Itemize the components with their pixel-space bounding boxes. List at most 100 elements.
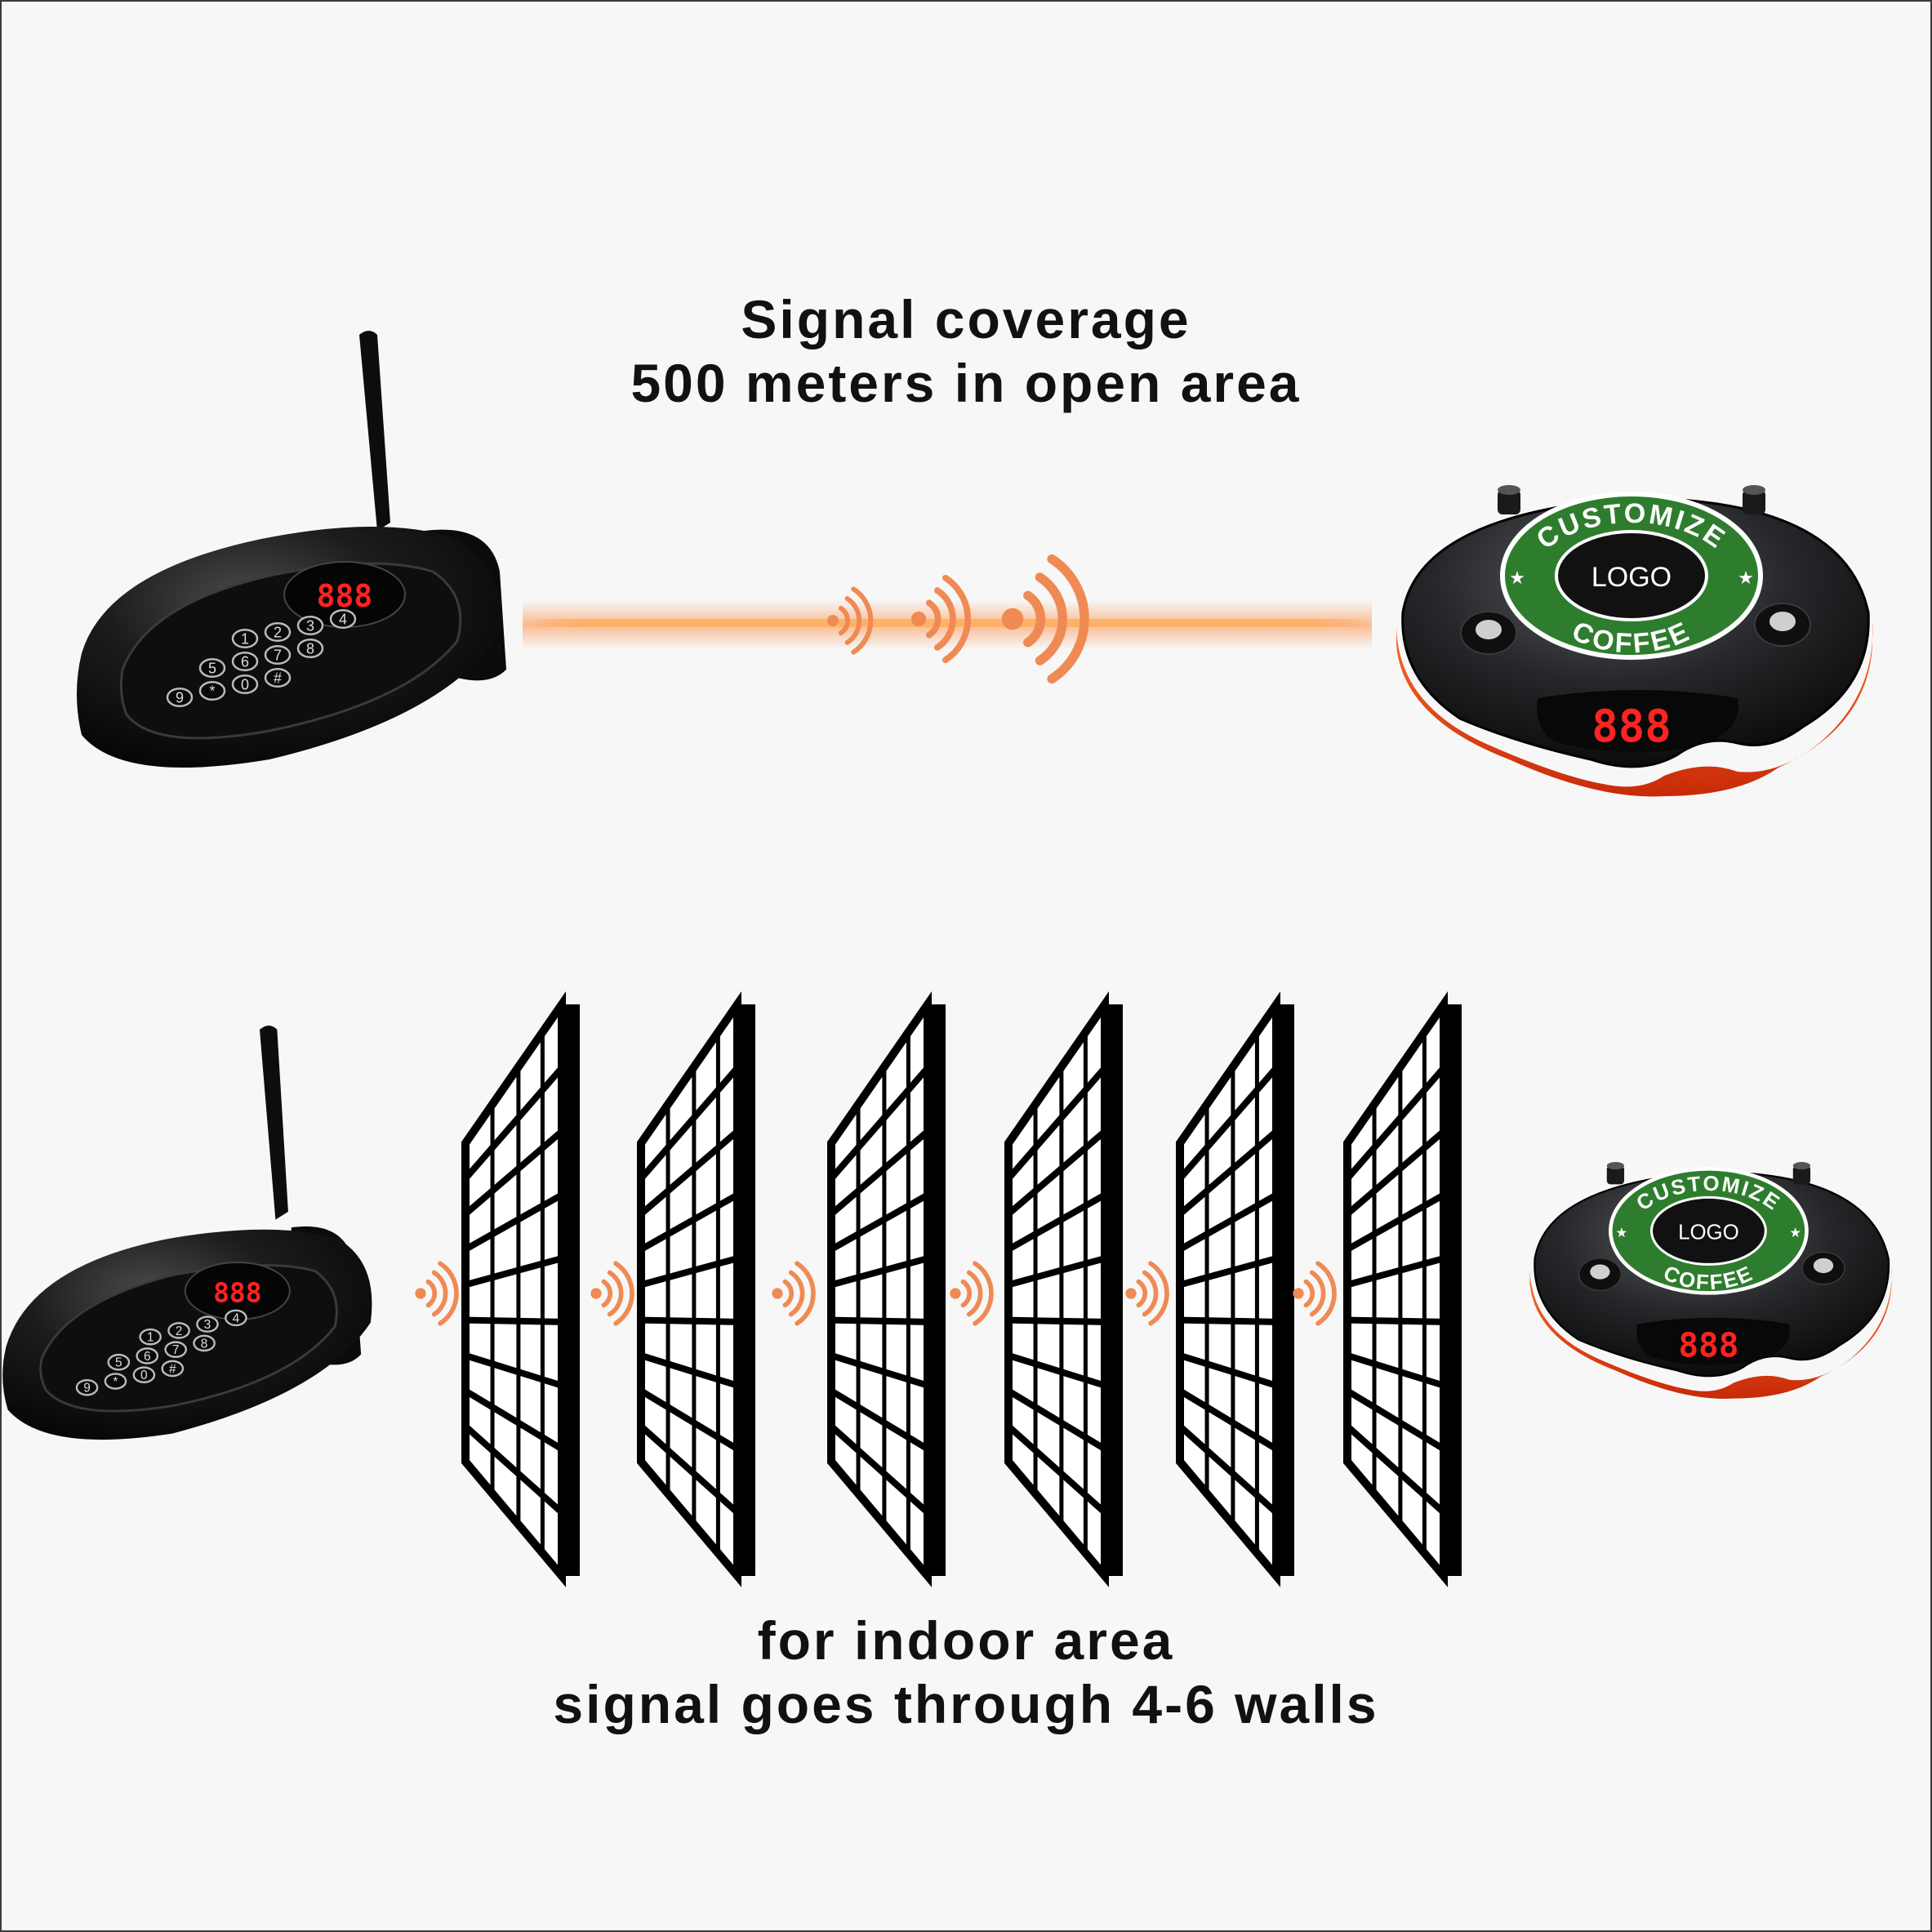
keypad-key-label: 4 bbox=[233, 1311, 240, 1325]
receiver-button-icon bbox=[1498, 485, 1520, 514]
keypad-key-label: 2 bbox=[176, 1324, 183, 1338]
receiver-button-icon bbox=[1792, 1162, 1811, 1185]
keypad-key[interactable]: 9 bbox=[75, 1378, 99, 1396]
signal-wave-icon bbox=[590, 1261, 634, 1326]
star-icon: ★ bbox=[1616, 1225, 1628, 1240]
star-icon: ★ bbox=[1509, 568, 1525, 588]
keypad-key[interactable]: 5 bbox=[107, 1353, 131, 1371]
keypad-key-label: 3 bbox=[204, 1318, 211, 1332]
transmitter-top: 888 1 2 3 4 5 6 7 8 9 * 0 # bbox=[77, 331, 506, 768]
receiver-button-icon bbox=[1743, 485, 1765, 514]
open-area-signal bbox=[523, 554, 1372, 684]
receiver-button-icon bbox=[1606, 1162, 1625, 1185]
keypad-key[interactable]: 1 bbox=[139, 1328, 162, 1346]
keypad-key[interactable]: 7 bbox=[164, 1341, 188, 1358]
keypad-key-label: 0 bbox=[140, 1369, 148, 1382]
keypad-key[interactable]: 4 bbox=[329, 608, 357, 630]
star-icon: ★ bbox=[1738, 568, 1754, 588]
transmitter-display: 888 bbox=[317, 578, 373, 614]
keypad-key-label: 6 bbox=[144, 1350, 151, 1364]
keypad-key-label: 8 bbox=[306, 640, 314, 657]
receiver-button-icon bbox=[1578, 1258, 1622, 1292]
keypad-key[interactable]: # bbox=[264, 667, 292, 688]
transmitter-display: 888 bbox=[213, 1276, 262, 1308]
top-caption: Signal coverage 500 meters in open area bbox=[0, 287, 1932, 415]
top-caption-line1: Signal coverage bbox=[741, 289, 1191, 349]
keypad-key[interactable]: 8 bbox=[193, 1334, 216, 1352]
keypad-key[interactable]: 4 bbox=[225, 1309, 247, 1327]
keypad-key-label: 9 bbox=[83, 1382, 91, 1396]
signal-wave-icon bbox=[415, 1261, 459, 1326]
keypad-key[interactable]: 7 bbox=[264, 644, 292, 666]
signal-wave-icon bbox=[910, 574, 972, 664]
keypad-key[interactable]: 2 bbox=[264, 621, 292, 643]
keypad-key-label: 3 bbox=[306, 617, 314, 634]
keypad-key-label: 8 bbox=[201, 1337, 208, 1351]
receiver-button-icon bbox=[1460, 611, 1517, 655]
wall-icon bbox=[461, 991, 580, 1587]
star-icon: ★ bbox=[1789, 1225, 1801, 1240]
keypad-key[interactable]: 2 bbox=[167, 1322, 190, 1339]
walls bbox=[461, 991, 1462, 1587]
signal-wave-icon bbox=[950, 1261, 994, 1326]
keypad-key-label: * bbox=[113, 1375, 118, 1389]
keypad-key-label: 7 bbox=[274, 647, 282, 663]
keypad-key[interactable]: 8 bbox=[296, 638, 324, 659]
keypad-key[interactable]: 3 bbox=[296, 615, 324, 636]
keypad-key[interactable]: # bbox=[161, 1360, 185, 1378]
wall-icon bbox=[827, 991, 946, 1587]
keypad-key-label: 6 bbox=[241, 653, 249, 670]
keypad-key-label: 5 bbox=[115, 1356, 122, 1370]
keypad-key-label: # bbox=[274, 670, 282, 686]
keypad-key-label: 2 bbox=[274, 624, 282, 640]
antenna-icon bbox=[359, 331, 390, 531]
bottom-caption: for indoor area signal goes through 4-6 … bbox=[0, 1609, 1932, 1736]
keypad-key-label: 5 bbox=[208, 660, 216, 676]
keypad-key[interactable]: 6 bbox=[231, 651, 259, 672]
transmitter-keypad: 1 2 3 4 5 6 7 8 9 * 0 # bbox=[166, 608, 357, 708]
keypad-key[interactable]: 9 bbox=[166, 687, 194, 708]
logo-center-text: LOGO bbox=[1678, 1221, 1739, 1244]
top-caption-line2: 500 meters in open area bbox=[630, 353, 1302, 413]
logo-center-text: LOGO bbox=[1591, 562, 1672, 593]
keypad-key-label: 9 bbox=[176, 689, 184, 706]
bottom-caption-line1: for indoor area bbox=[757, 1610, 1175, 1671]
keypad-key[interactable]: 0 bbox=[132, 1366, 156, 1384]
signal-wave-icon bbox=[1001, 554, 1089, 684]
wall-icon bbox=[1343, 991, 1462, 1587]
keypad-key[interactable]: 5 bbox=[198, 657, 226, 679]
keypad-key[interactable]: * bbox=[104, 1373, 127, 1390]
keypad-key[interactable]: 3 bbox=[196, 1315, 219, 1333]
keypad-key-label: # bbox=[169, 1362, 176, 1376]
indoor-signal bbox=[415, 1261, 1337, 1326]
receiver-display: 888 bbox=[1678, 1326, 1738, 1365]
signal-wave-icon bbox=[772, 1261, 816, 1326]
keypad-key-label: 1 bbox=[147, 1331, 154, 1345]
bottom-caption-line2: signal goes through 4-6 walls bbox=[553, 1674, 1379, 1734]
signal-wave-icon bbox=[1293, 1261, 1337, 1326]
receiver-display: 888 bbox=[1591, 701, 1672, 752]
keypad-key[interactable]: 6 bbox=[136, 1347, 159, 1364]
receiver-button-icon bbox=[1801, 1251, 1845, 1285]
keypad-key-label: * bbox=[209, 683, 215, 699]
keypad-key[interactable]: * bbox=[198, 680, 226, 701]
wall-icon bbox=[637, 991, 755, 1587]
signal-wave-icon bbox=[1125, 1261, 1169, 1326]
wall-icon bbox=[1176, 991, 1294, 1587]
wall-icon bbox=[1004, 991, 1123, 1587]
keypad-key[interactable]: 0 bbox=[231, 674, 259, 695]
keypad-key-label: 4 bbox=[339, 611, 347, 627]
antenna-icon bbox=[260, 1025, 288, 1220]
keypad-key-label: 0 bbox=[241, 676, 249, 692]
signal-beam bbox=[523, 619, 1372, 627]
keypad-key-label: 1 bbox=[241, 630, 249, 647]
keypad-key[interactable]: 1 bbox=[231, 628, 259, 649]
